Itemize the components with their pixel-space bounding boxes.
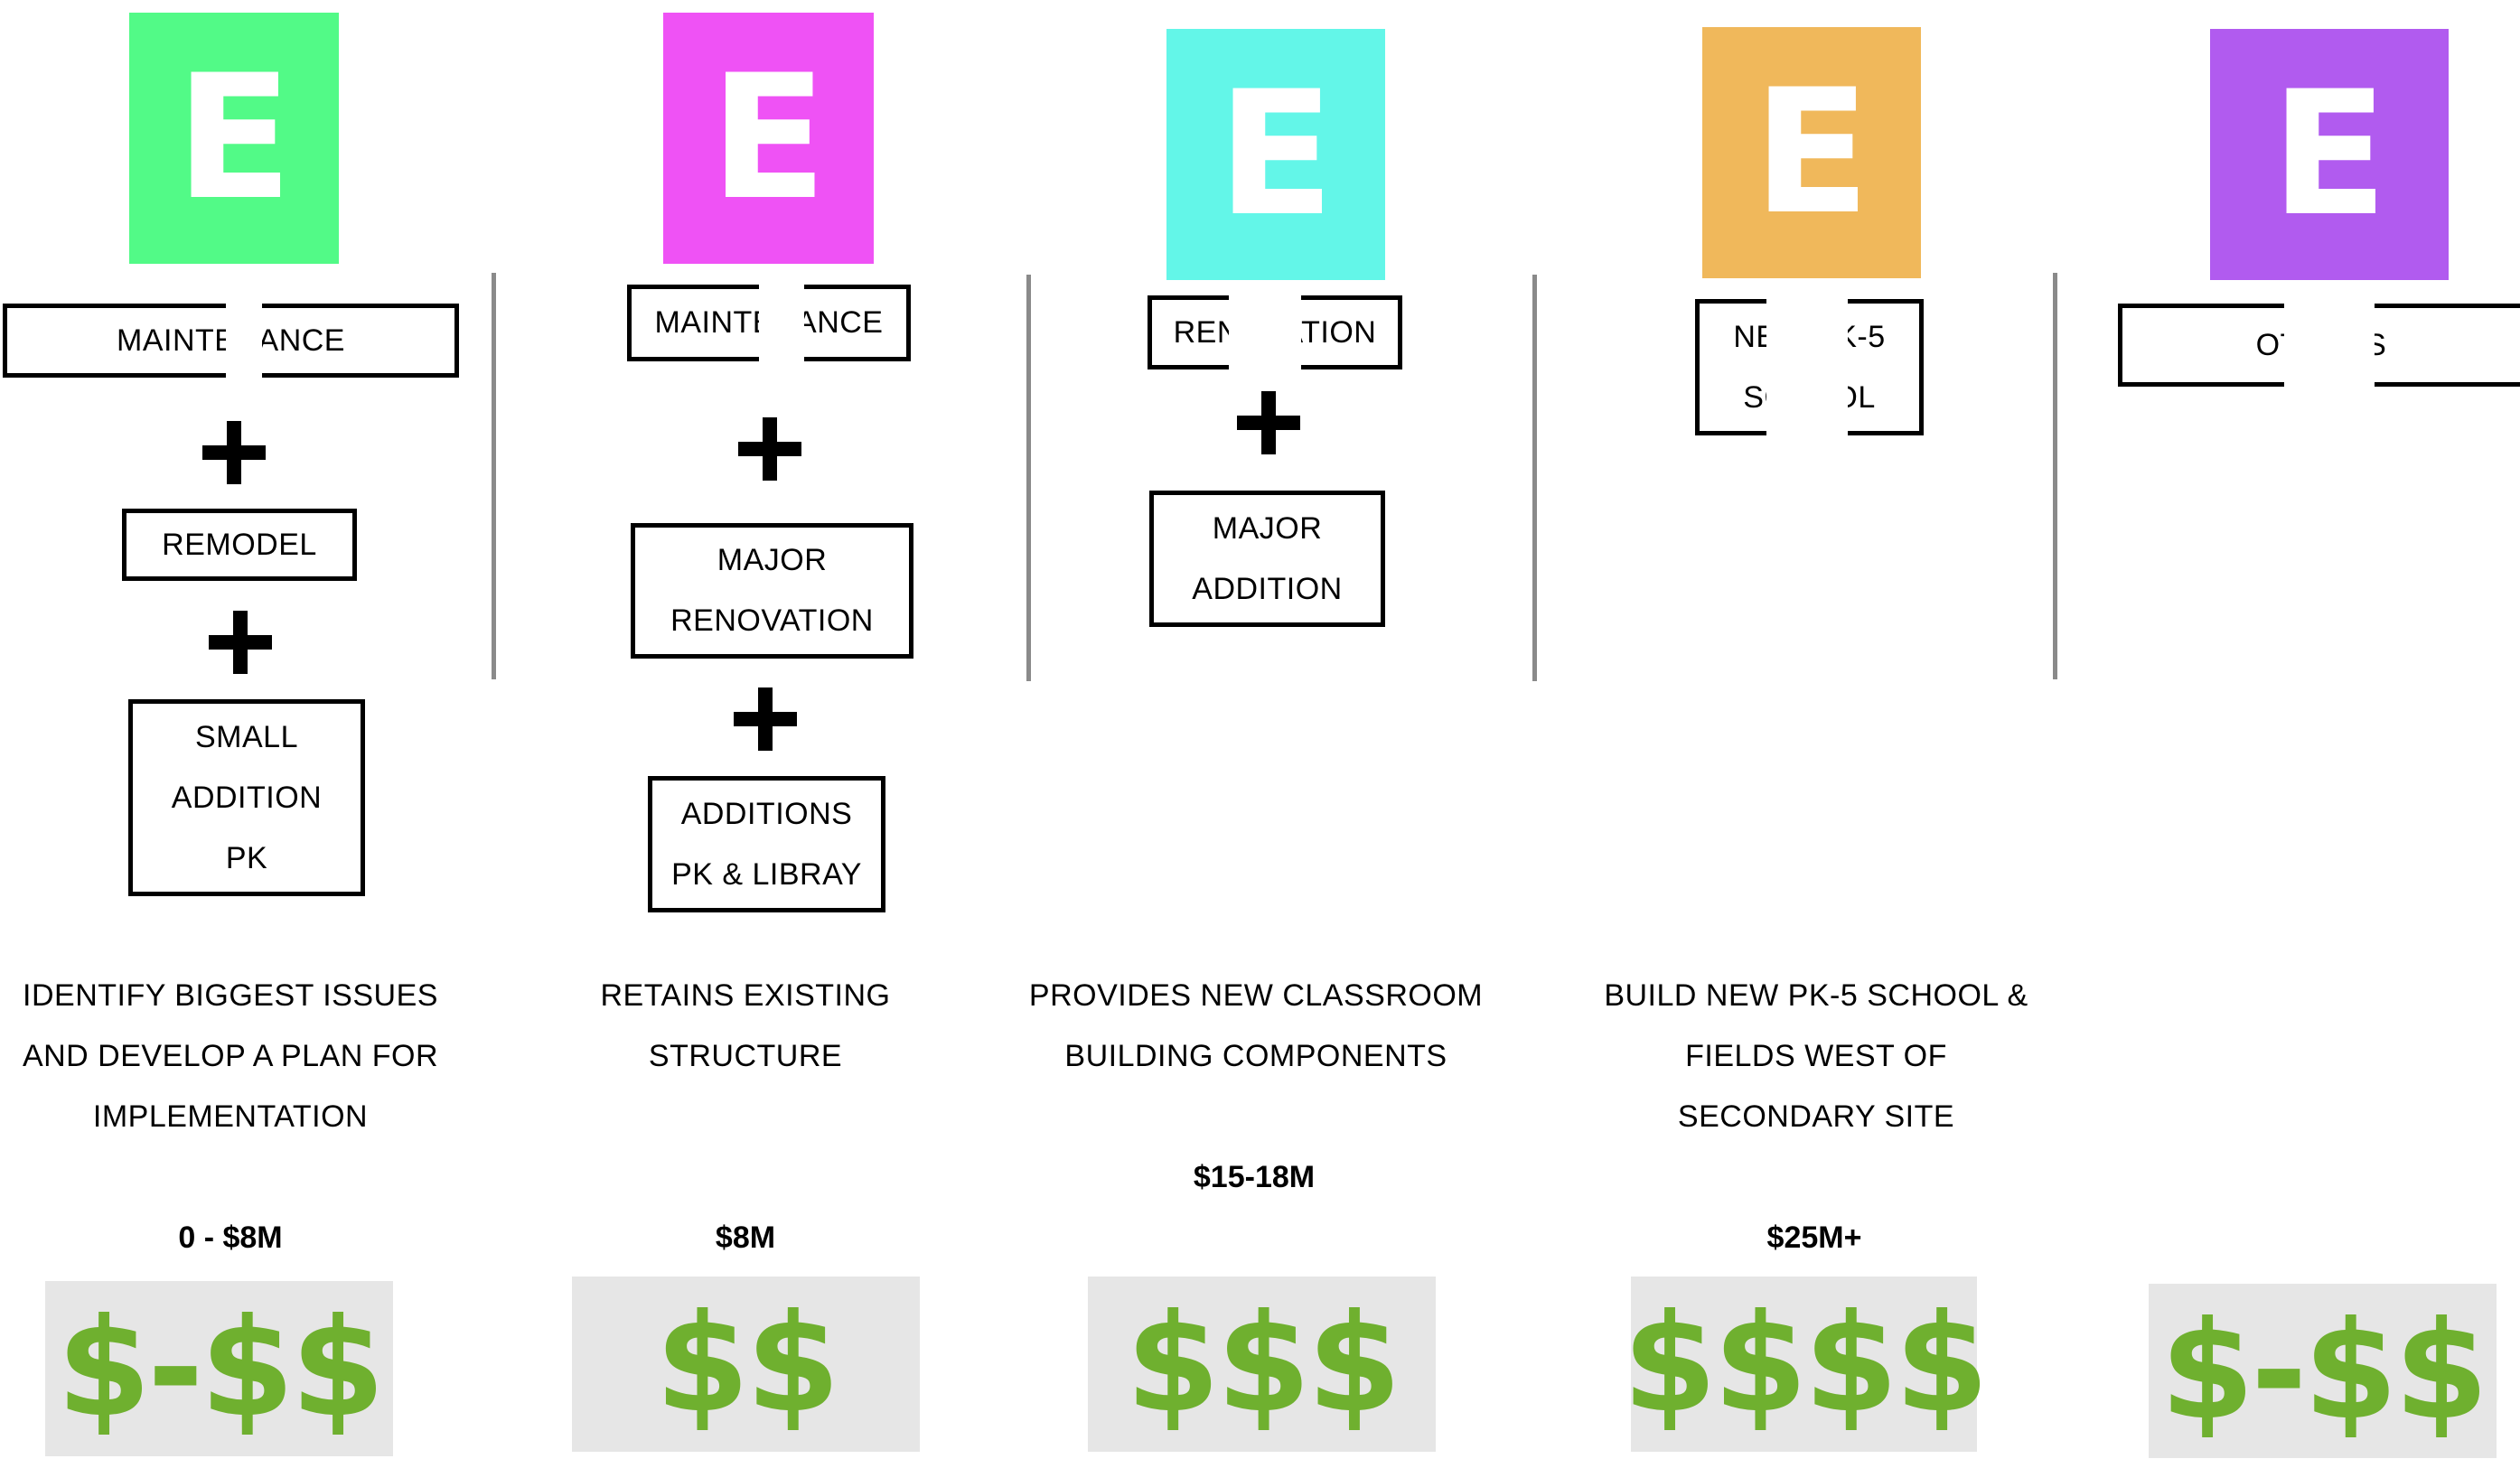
column-divider — [2053, 273, 2057, 679]
option-3-desc-line1: PROVIDES NEW CLASSROOM — [1028, 978, 1484, 1013]
plus-icon — [1237, 391, 1300, 454]
plus-icon — [202, 421, 266, 484]
option-4-letter: E — [1753, 52, 1870, 252]
option-3-letter: E — [1217, 54, 1335, 254]
column-divider — [1532, 275, 1537, 681]
option-2-box3-line1: ADDITIONS — [680, 796, 853, 831]
option-3-connector-gap — [1229, 289, 1301, 370]
option-4-desc-line1: BUILD NEW PK-5 SCHOOL & — [1604, 978, 2028, 1013]
option-4-desc-line3: SECONDARY SITE — [1677, 1099, 1955, 1134]
option-1-box3-line2: ADDITION — [171, 780, 323, 815]
option-2-letter: E — [709, 38, 828, 238]
option-2-desc-line2: STRUCTURE — [648, 1039, 843, 1073]
option-3-desc-line2: BUILDING COMPONENTS — [1064, 1039, 1447, 1073]
plus-icon — [738, 417, 801, 481]
option-4-cost-rating: $$$$ — [1623, 1277, 1989, 1452]
option-2-additions-box: ADDITIONS PK & LIBRAY — [648, 776, 885, 912]
option-1-remodel-box: REMODEL — [122, 509, 357, 581]
option-5-connector-gap — [2284, 298, 2375, 393]
option-3-description: PROVIDES NEW CLASSROOM BUILDING COMPONEN… — [1021, 966, 1491, 1087]
option-2-box2-line2: RENOVATION — [670, 603, 874, 638]
option-3-box2-line2: ADDITION — [1192, 571, 1343, 606]
option-1-box3-line1: SMALL — [195, 719, 298, 754]
option-1-cost-rating: $-$$ — [45, 1281, 393, 1456]
option-1-desc-line3: IMPLEMENTATION — [92, 1099, 369, 1134]
option-2-cost: $8M — [715, 1221, 776, 1255]
option-4-desc-line2: FIELDS WEST OF — [1685, 1039, 1947, 1073]
option-2-description: RETAINS EXISTING STRUCTURE — [520, 966, 971, 1087]
option-2-cost-rating: $$ — [572, 1277, 920, 1452]
option-3-badge: E — [1166, 29, 1385, 280]
option-4-connector-gap — [1766, 295, 1848, 439]
column-divider — [492, 273, 496, 679]
option-2-renovation-box: MAJOR RENOVATION — [631, 523, 913, 659]
option-1-cost: 0 - $8M — [178, 1221, 283, 1255]
option-3-cost-rating: $$$ — [1088, 1277, 1436, 1452]
option-2-desc-line1: RETAINS EXISTING — [600, 978, 891, 1013]
option-4-description: BUILD NEW PK-5 SCHOOL & FIELDS WEST OF S… — [1581, 966, 2051, 1147]
option-3-addition-box: MAJOR ADDITION — [1149, 491, 1385, 627]
option-2-box3-line2: PK & LIBRAY — [671, 856, 862, 892]
option-5-badge: E — [2210, 29, 2449, 280]
option-1-desc-line2: AND DEVELOP A PLAN FOR — [22, 1039, 439, 1073]
option-1-description: IDENTIFY BIGGEST ISSUES AND DEVELOP A PL… — [0, 966, 461, 1147]
option-2-badge: E — [663, 13, 874, 264]
option-5-cost-rating: $-$$ — [2149, 1284, 2497, 1458]
option-1-connector-gap — [226, 298, 262, 388]
column-divider — [1026, 275, 1031, 681]
option-1-letter: E — [175, 38, 293, 238]
plus-icon — [209, 611, 272, 674]
option-4-cost: $25M+ — [1766, 1221, 1862, 1255]
option-2-connector-gap — [759, 280, 804, 370]
option-3-cost: $15-18M — [1193, 1160, 1316, 1194]
option-3-box2-line1: MAJOR — [1212, 510, 1323, 546]
option-5-letter: E — [2271, 54, 2388, 254]
option-1-badge: E — [129, 13, 339, 264]
option-1-box2-line1: REMODEL — [162, 527, 317, 562]
option-1-addition-box: SMALL ADDITION PK — [128, 699, 365, 896]
option-1-box3-line3: PK — [225, 840, 268, 875]
option-1-desc-line1: IDENTIFY BIGGEST ISSUES — [23, 978, 438, 1013]
option-2-box2-line1: MAJOR — [717, 543, 828, 577]
plus-icon — [734, 687, 797, 751]
option-4-badge: E — [1702, 27, 1921, 278]
